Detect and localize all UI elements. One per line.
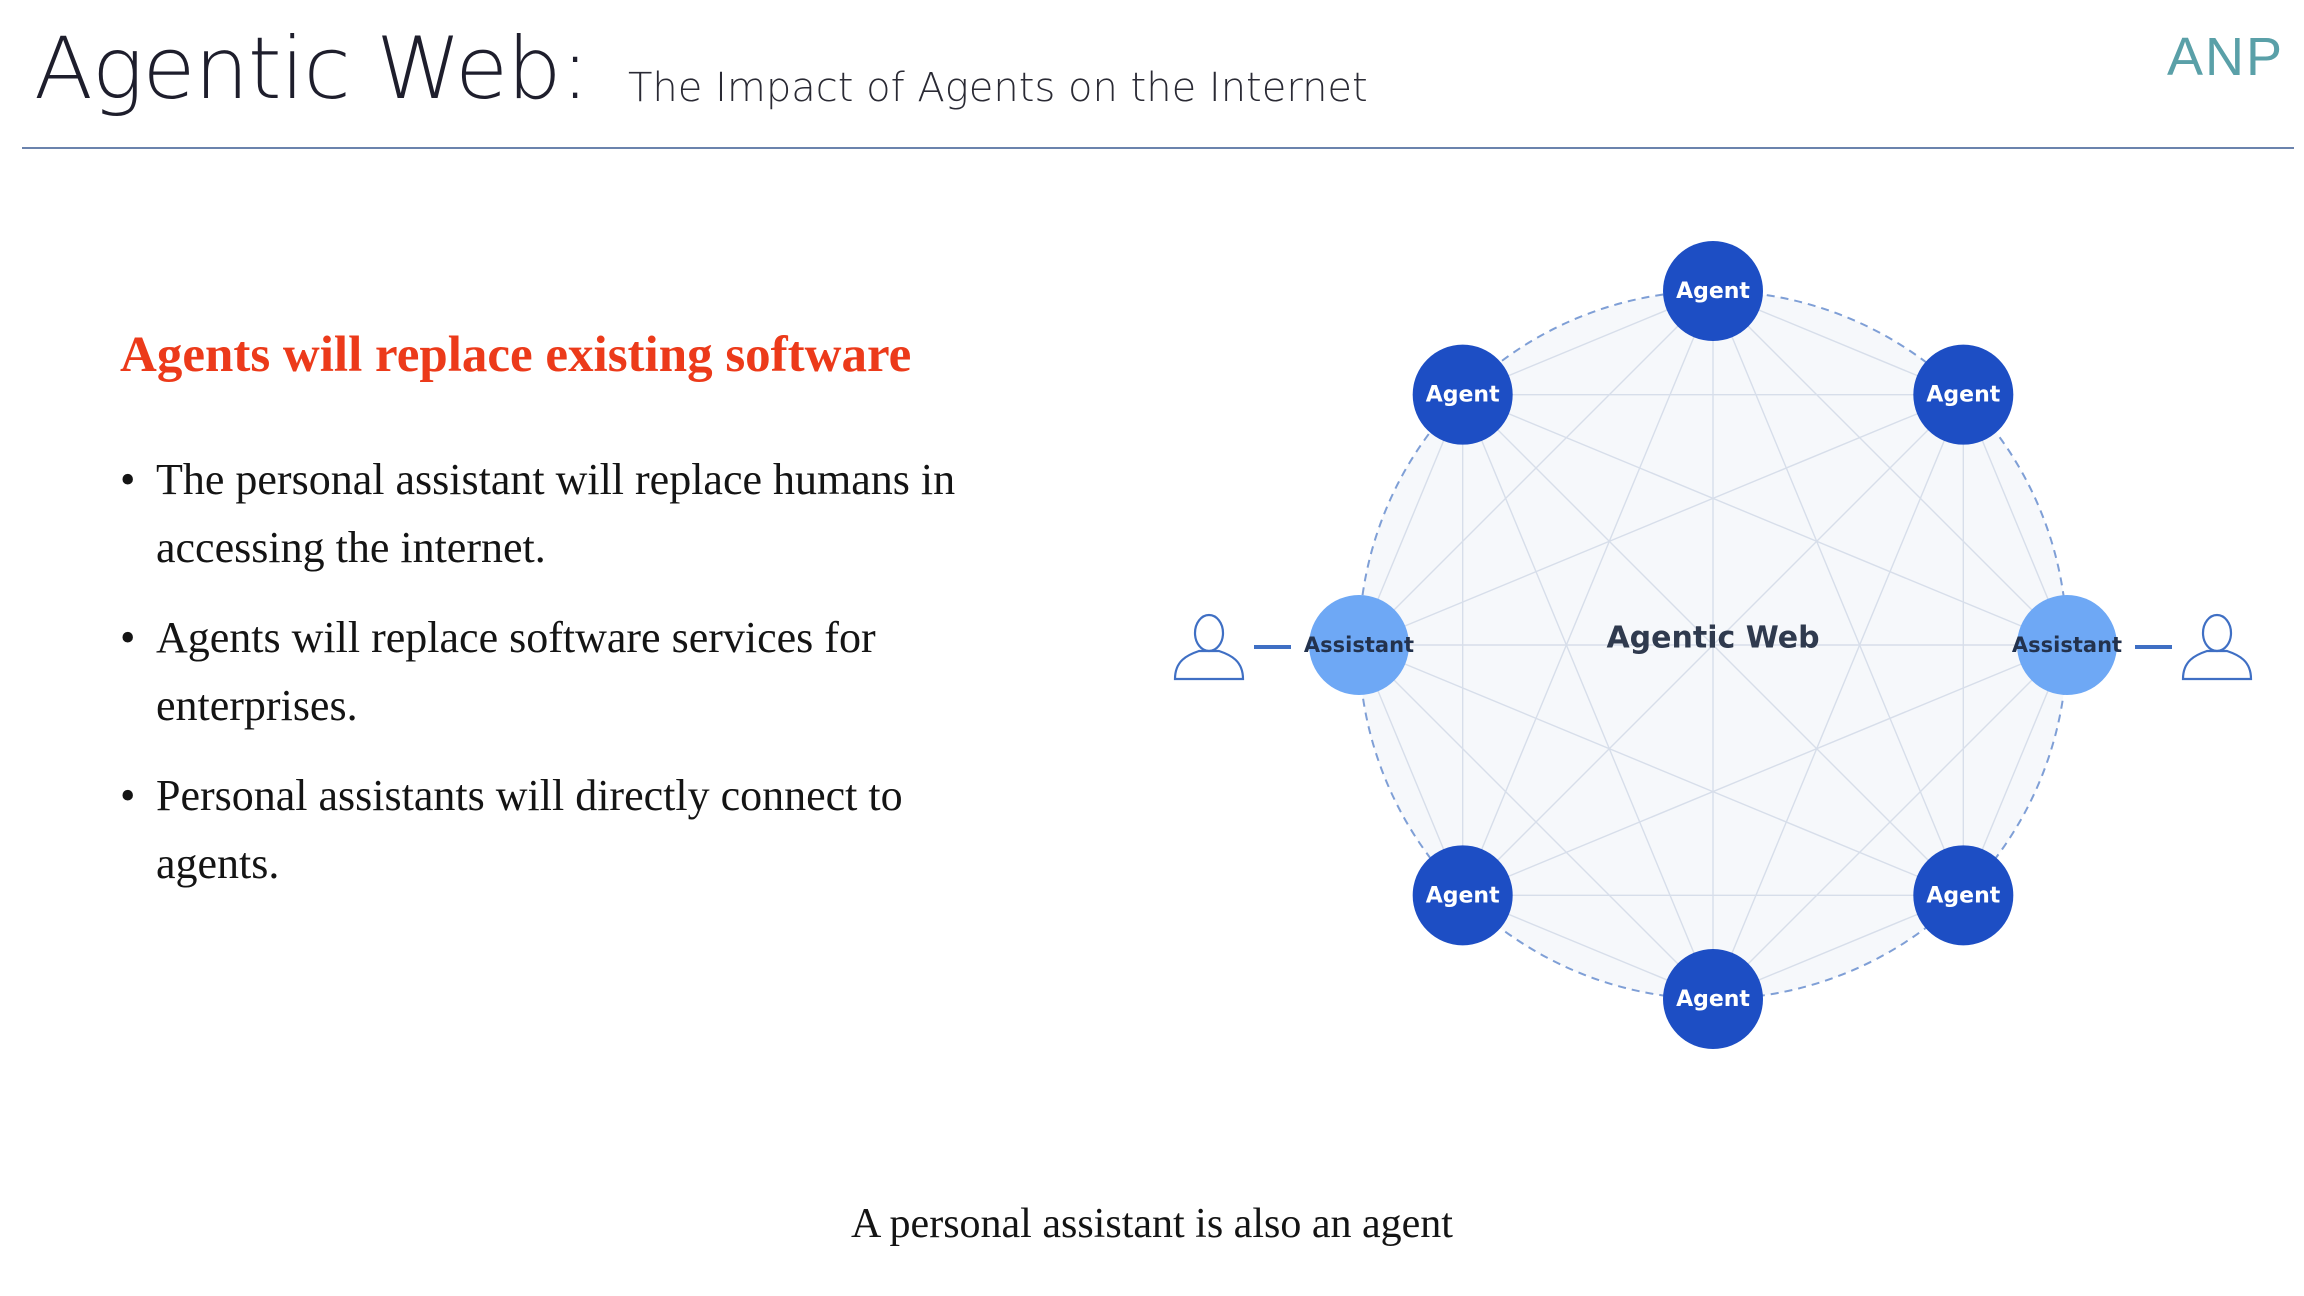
mesh-link [1358, 394, 1964, 646]
caption: A personal assistant is also an agent [851, 1201, 1453, 1247]
user-icon [2181, 613, 2253, 681]
header-divider [22, 147, 2294, 149]
assistant-label: Assistant [1304, 633, 1414, 657]
mesh-link [1462, 394, 2068, 646]
agent-circle [1913, 344, 2014, 445]
mesh-link [1712, 290, 1964, 896]
users [1173, 613, 2253, 681]
network-nodes: AgentAgentAssistantAgentAgentAgentAssist… [1304, 241, 2122, 1049]
assistant-node: Assistant [1304, 595, 1414, 695]
mesh-link [1462, 394, 1964, 896]
center-label: Agentic Web [1606, 621, 1819, 656]
page-subtitle: The Impact of Agents on the Internet [628, 65, 1368, 111]
agentic-web-diagram: Agentic Web AgentAgentAssistantAgentAgen… [1173, 241, 2253, 1049]
page-title: Agentic Web: [34, 19, 590, 119]
bullet-item: The personal assistant will replace huma… [120, 446, 1020, 582]
user-icon [1173, 613, 1245, 681]
assistant-label: Assistant [2012, 633, 2122, 657]
mesh-link [1462, 290, 1714, 896]
assistant-circle [2017, 595, 2117, 695]
bullet-item: Agents will replace software services fo… [120, 604, 1020, 740]
agent-label: Agent [1926, 883, 2000, 908]
assistant-node: Assistant [2012, 595, 2122, 695]
bullet-list: The personal assistant will replace huma… [120, 446, 1020, 920]
section-heading: Agents will replace existing software [120, 327, 912, 383]
agent-label: Agent [1426, 383, 1500, 408]
agent-label: Agent [1676, 987, 1750, 1012]
agent-node: Agent [1913, 344, 2014, 445]
bullet-item: Personal assistants will directly connec… [120, 762, 1020, 898]
mesh-link [1358, 644, 1964, 896]
agent-circle [1913, 845, 2014, 946]
agent-label: Agent [1926, 383, 2000, 408]
agent-node: Agent [1663, 241, 1763, 341]
agent-node: Agent [1663, 949, 1763, 1049]
agent-node: Agent [1913, 845, 2014, 946]
agent-circle [1412, 344, 1513, 445]
mesh-link [1462, 394, 1714, 1000]
agent-node: Agent [1412, 845, 1513, 946]
mesh-link [1712, 394, 1964, 1000]
agent-circle [1412, 845, 1513, 946]
agent-label: Agent [1426, 883, 1500, 908]
agent-circle [1663, 241, 1763, 341]
assistant-circle [1309, 595, 1409, 695]
mesh-link [1462, 644, 2068, 896]
agent-label: Agent [1676, 279, 1750, 304]
anp-logo: ANP [2166, 27, 2284, 87]
agent-node: Agent [1412, 344, 1513, 445]
mesh-link [1358, 644, 1714, 1000]
agent-circle [1663, 949, 1763, 1049]
